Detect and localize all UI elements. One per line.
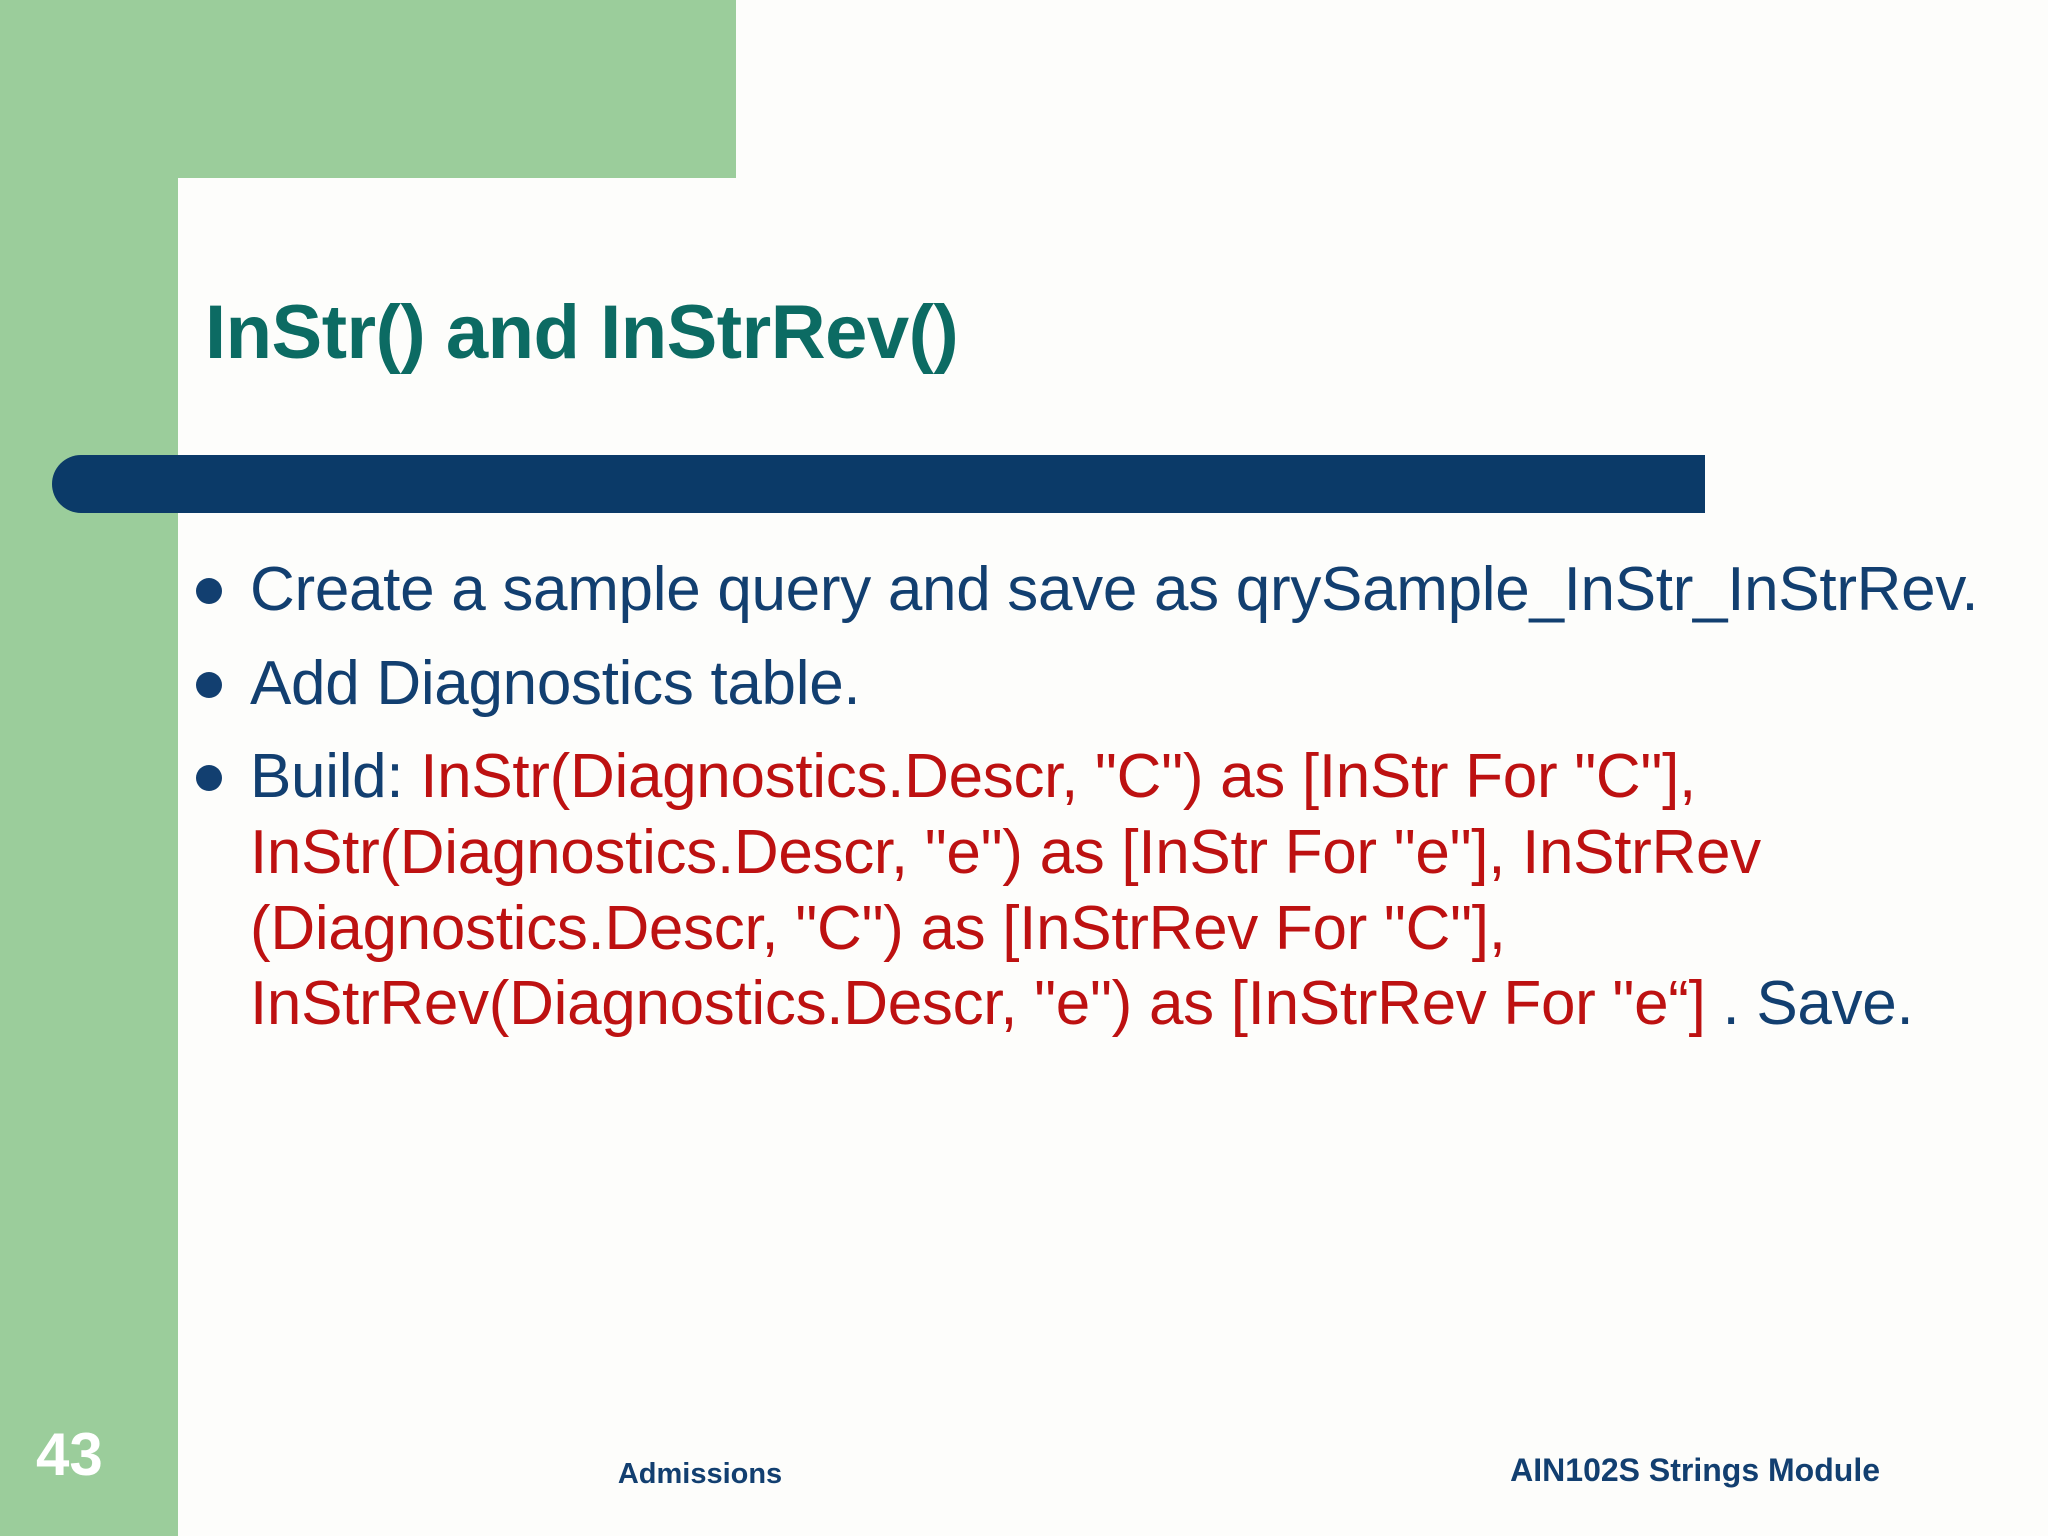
slide-title: InStr() and InStrRev() bbox=[205, 290, 959, 375]
page-number: 43 bbox=[36, 1421, 103, 1488]
list-item: Build: InStr(Diagnostics.Descr, "C") as … bbox=[196, 739, 1996, 1042]
footer-module: AIN102S Strings Module bbox=[1510, 1452, 1880, 1488]
bullet-text-3: Build: InStr(Diagnostics.Descr, "C") as … bbox=[250, 739, 1996, 1042]
list-item: Add Diagnostics table. bbox=[196, 646, 1996, 722]
list-item: Create a sample query and save as qrySam… bbox=[196, 552, 1996, 628]
bullet-text-2: Add Diagnostics table. bbox=[250, 648, 861, 718]
sql-expression: InStr(Diagnostics.Descr, "C") as [InStr … bbox=[250, 742, 1761, 1039]
bullet-dot-icon bbox=[196, 765, 222, 792]
bullet-dot-icon bbox=[196, 578, 222, 604]
build-label: Build: bbox=[250, 742, 421, 812]
footer-department: Admissions bbox=[617, 1458, 783, 1490]
save-instruction: . Save. bbox=[1722, 969, 1914, 1039]
bullet-dot-icon bbox=[196, 671, 222, 698]
bullet-list: Create a sample query and save as qrySam… bbox=[196, 552, 1996, 1060]
content-panel bbox=[178, 178, 2048, 1536]
title-divider-bar bbox=[52, 455, 1705, 513]
bullet-text-1: Create a sample query and save as qrySam… bbox=[250, 555, 1979, 624]
green-accent-column bbox=[0, 0, 178, 1536]
